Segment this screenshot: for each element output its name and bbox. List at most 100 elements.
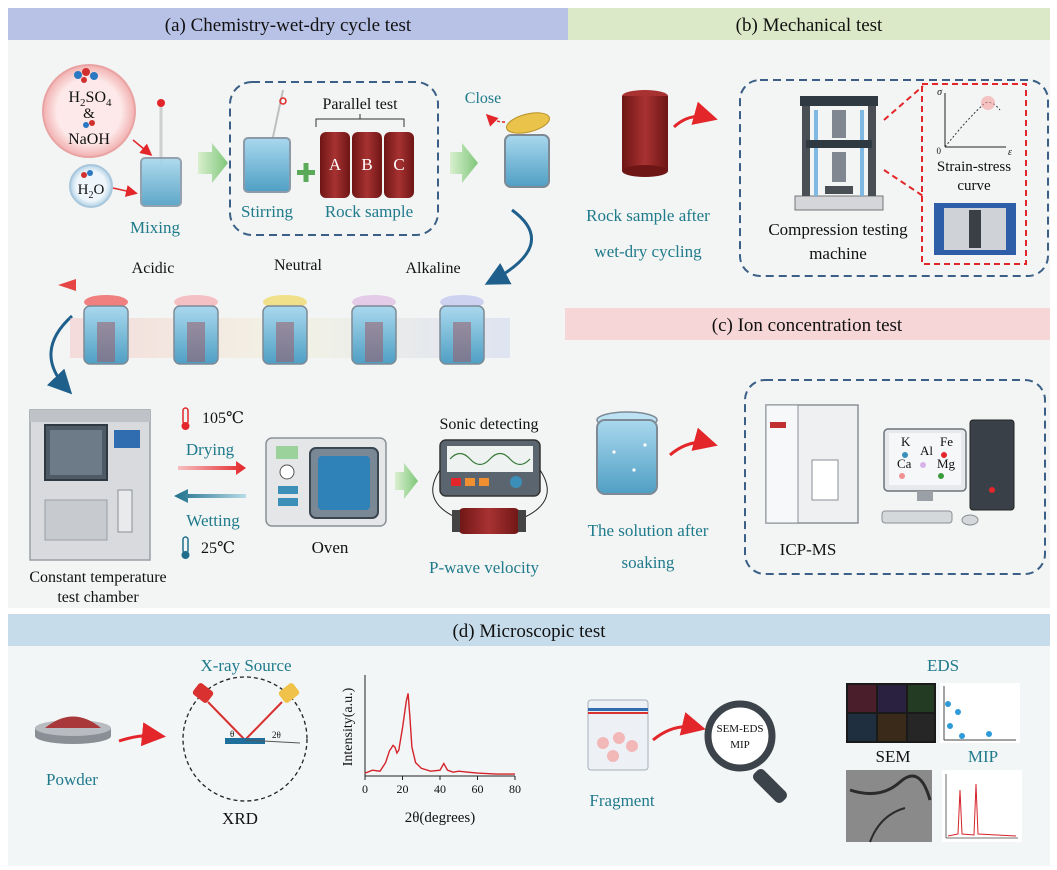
strain-stress-box (921, 83, 1027, 265)
parallel-test-bracket (315, 114, 405, 127)
header-bar-c (565, 308, 1050, 340)
parallel-to-close-arrow (450, 143, 478, 183)
closed-jar (504, 112, 550, 188)
ampersand-label: & (83, 106, 95, 122)
test-chamber-photo (934, 203, 1016, 255)
svg-text:Mg: Mg (937, 456, 956, 471)
element-labels: K Al Fe Ca Mg (897, 434, 956, 479)
svg-text:Ca: Ca (897, 456, 912, 471)
ph-jar-2 (173, 295, 219, 365)
oven-label: Oven (312, 538, 349, 557)
xrd-y-axis-label: Intensity(a.u.) (341, 687, 356, 766)
neutral-label: Neutral (274, 257, 323, 274)
mixing-label: Mixing (130, 218, 181, 237)
rock-sample-c: C (384, 132, 414, 198)
ph-series-to-chamber-arrow (46, 314, 74, 395)
sigma-label: σ (937, 87, 943, 98)
mixing-to-parallel-arrow (198, 143, 228, 183)
h2so4-label: H2SO4 (68, 89, 112, 109)
rock-sample-cylinder (622, 90, 668, 177)
compression-testing-machine (794, 96, 884, 211)
machine-label-line2: machine (809, 244, 867, 263)
mip-label: MIP (968, 747, 998, 766)
machine-label-line1: Compression testing (768, 220, 908, 239)
fragment-to-magnifier-arrow (652, 712, 706, 742)
mechanical-test-box (739, 79, 1049, 277)
rock-sample-a: A (320, 132, 350, 198)
xrd-x-tick-label-3: 60 (472, 782, 484, 796)
magnifier-icon (704, 700, 788, 804)
acidic-label: Acidic (132, 260, 175, 277)
powder-dish (35, 716, 111, 744)
constant-temperature-chamber (29, 409, 151, 561)
ph-jar-1 (83, 295, 129, 365)
sem-image (846, 770, 932, 843)
naoh-label: NaOH (68, 131, 110, 148)
fragment-label: Fragment (589, 791, 654, 810)
origin-label: 0 (937, 146, 942, 156)
ion-test-box (744, 379, 1046, 575)
rock-sample-label: Rock sample (325, 202, 413, 221)
svg-text:B: B (361, 155, 372, 174)
xrd-x-axis-label: 2θ(degrees) (405, 810, 475, 826)
mixing-beaker (140, 99, 182, 207)
section-title-c: (c) Ion concentration test (712, 315, 903, 336)
close-label: Close (465, 90, 501, 107)
svg-text:K: K (901, 434, 911, 449)
icpms-label: ICP-MS (780, 540, 837, 559)
eds-map-image (846, 683, 936, 743)
xrd-x-tick-label-1: 20 (397, 782, 409, 796)
theta-label: θ (230, 729, 234, 739)
xray-source-label: X-ray Source (200, 656, 291, 675)
sonic-detecting-label: Sonic detecting (439, 416, 538, 433)
svg-text:Al: Al (920, 443, 933, 458)
temp-high-label: 105℃ (202, 410, 244, 427)
wetting-label: Wetting (186, 511, 240, 530)
header-bar-b (568, 8, 1050, 40)
magnifier-label-line1: SEM-EDS (716, 723, 763, 735)
zoom-line-bottom (883, 169, 924, 197)
plus-icon (297, 163, 315, 182)
solution-label-line2: soaking (622, 553, 675, 572)
two-theta-label: 2θ (272, 730, 281, 740)
zoom-line-top (883, 85, 924, 121)
mip-chart-image (942, 770, 1022, 842)
stirring-label: Stirring (241, 202, 293, 221)
pwave-label: P-wave velocity (429, 558, 539, 577)
temp-low-label: 25℃ (201, 540, 235, 557)
close-lid-arrow (485, 113, 506, 127)
water-reagent-circle: H2O (69, 164, 113, 208)
drying-arrow (178, 461, 246, 475)
powder-to-xrd-arrow (118, 722, 166, 747)
epsilon-label: ε (1008, 147, 1012, 158)
sem-label: SEM (876, 747, 911, 766)
xrd-label: XRD (222, 809, 258, 828)
rock-to-machine-arrow (672, 101, 718, 129)
xrd-intensity-line (364, 693, 515, 775)
oven (265, 437, 387, 527)
header-bar-d (8, 614, 1050, 646)
alkaline-label: Alkaline (405, 260, 460, 277)
icpms-instrument (765, 404, 859, 524)
solution-label-line1: The solution after (588, 521, 709, 540)
ph-left-arrowhead (58, 279, 76, 291)
rock-sample-b: B (352, 132, 382, 198)
powder-label: Powder (46, 770, 98, 789)
parallel-test-label: Parallel test (322, 96, 398, 113)
rock-after-label-line2: wet-dry cycling (594, 242, 702, 261)
eds-spectrum-image (940, 683, 1020, 743)
xrd-x-tick-label-4: 80 (509, 782, 521, 796)
h2o-label: H2O (78, 182, 105, 201)
fragment-bag (587, 699, 649, 771)
rock-after-label-line1: Rock sample after (586, 206, 710, 225)
solution-to-icpms-arrow (669, 427, 718, 457)
stirring-beaker (243, 89, 291, 193)
xrd-diagram (182, 676, 308, 802)
svg-text:C: C (393, 155, 404, 174)
ph-jar-3 (262, 295, 308, 365)
wetting-arrow (174, 489, 246, 503)
svg-text:A: A (329, 155, 342, 174)
xrd-x-tick-label-0: 0 (362, 782, 368, 796)
